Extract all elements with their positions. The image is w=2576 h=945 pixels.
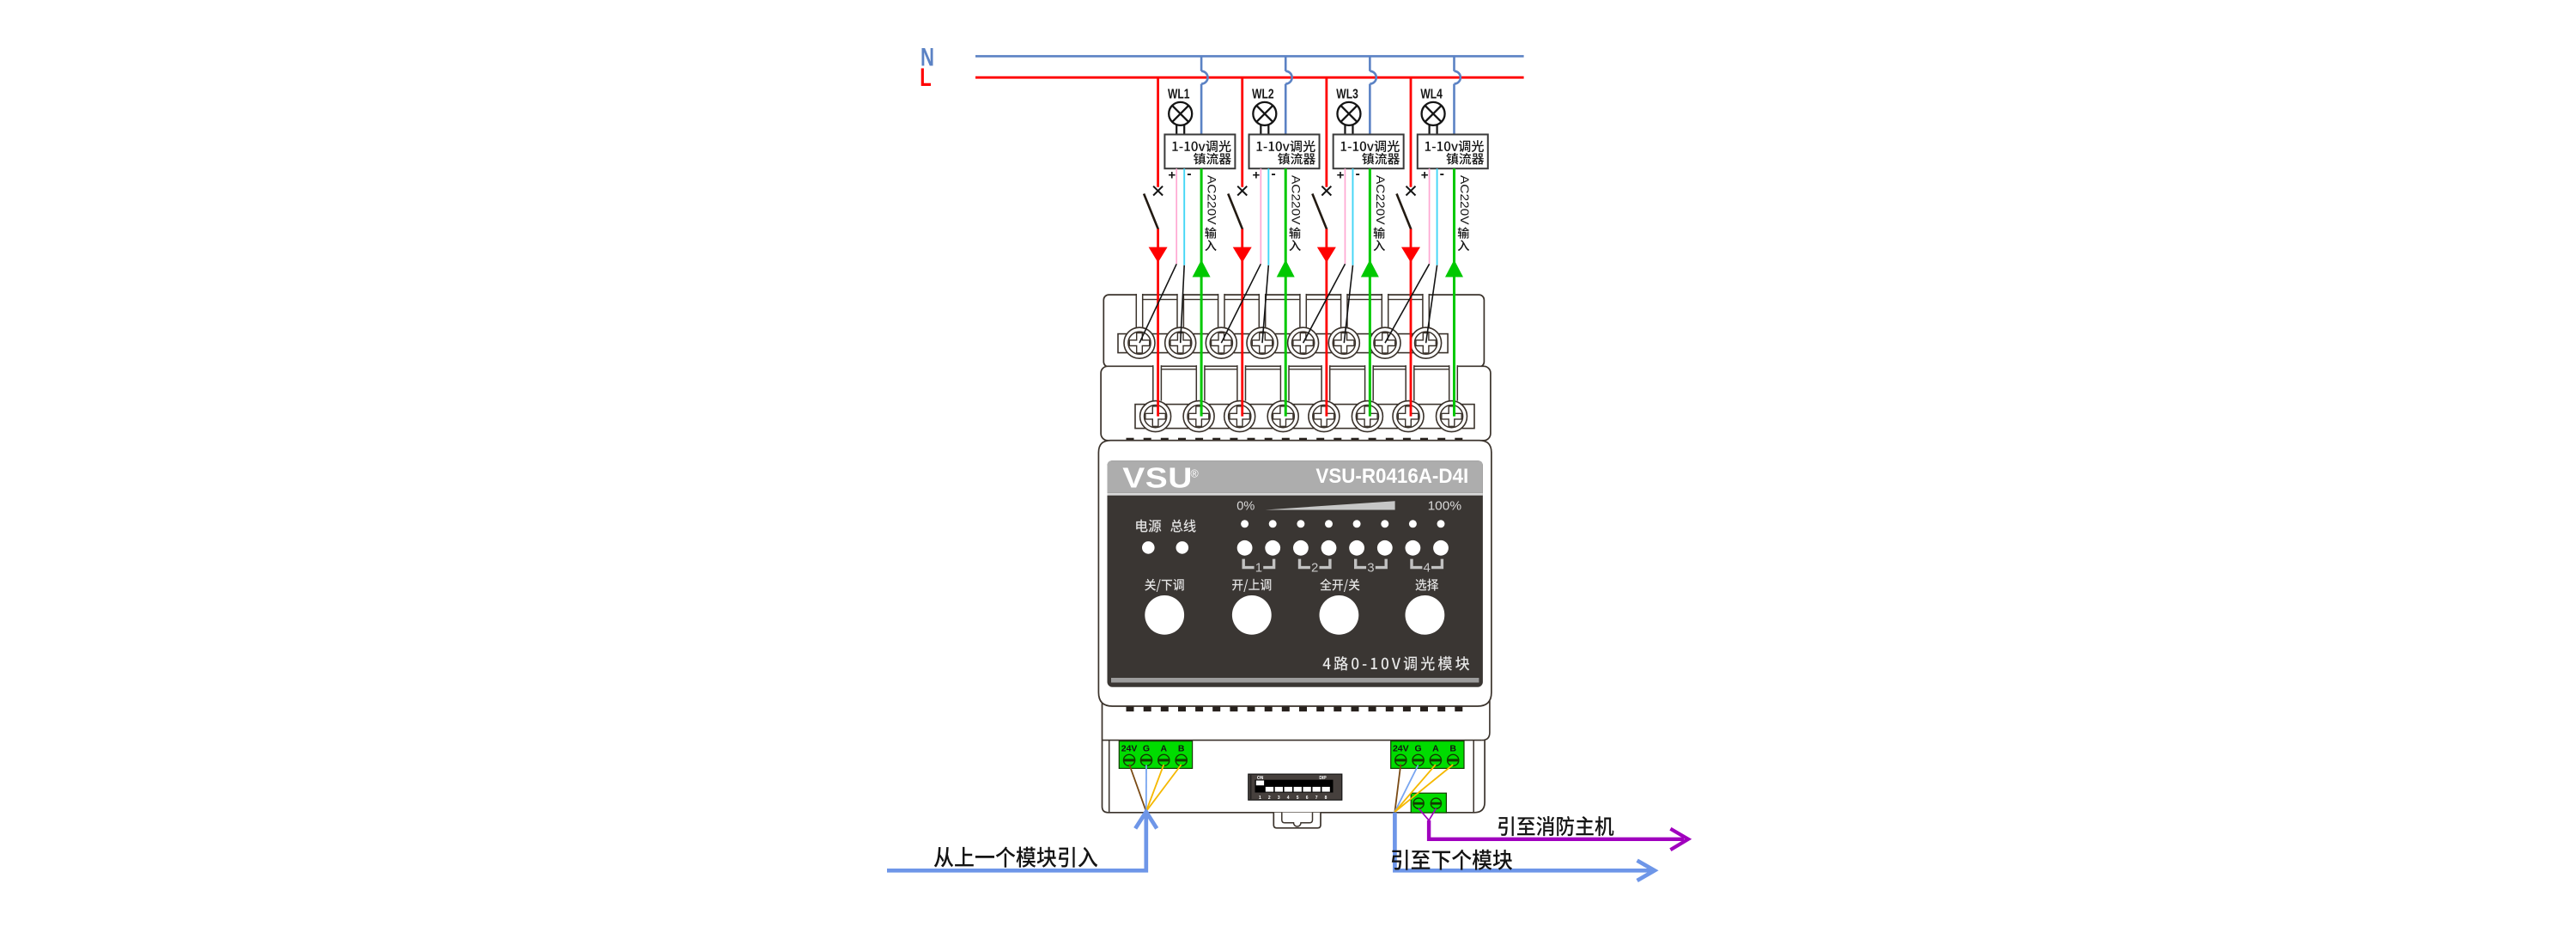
svg-text:WL2: WL2 <box>1252 88 1274 102</box>
svg-text:WL1: WL1 <box>1168 88 1190 102</box>
svg-text:3: 3 <box>1367 561 1374 576</box>
svg-text:7: 7 <box>1315 796 1318 801</box>
svg-text:DIP: DIP <box>1319 776 1327 781</box>
svg-text:1: 1 <box>1255 561 1262 576</box>
svg-text:3: 3 <box>1278 796 1280 801</box>
svg-text:G: G <box>1143 744 1150 754</box>
svg-text:A: A <box>1432 744 1439 754</box>
svg-text:4: 4 <box>1424 561 1431 576</box>
svg-text:VSU-R0416A-D4I: VSU-R0416A-D4I <box>1315 465 1468 488</box>
svg-text:VSU: VSU <box>1122 462 1193 494</box>
svg-text:B: B <box>1449 744 1456 754</box>
svg-text:24V: 24V <box>1393 744 1409 754</box>
svg-text:2: 2 <box>1311 561 1318 576</box>
svg-text:0%: 0% <box>1236 499 1255 514</box>
svg-text:WL3: WL3 <box>1336 88 1358 102</box>
svg-text:100%: 100% <box>1428 499 1462 514</box>
svg-text:ON: ON <box>1257 776 1264 781</box>
svg-text:A: A <box>1161 744 1168 754</box>
svg-text:N: N <box>920 43 934 71</box>
svg-text:WL4: WL4 <box>1420 88 1443 102</box>
svg-text:4: 4 <box>1287 796 1290 801</box>
svg-text:5: 5 <box>1297 796 1299 801</box>
svg-text:8: 8 <box>1325 796 1327 801</box>
svg-text:1: 1 <box>1259 796 1261 801</box>
svg-text:24V: 24V <box>1121 744 1138 754</box>
svg-text:2: 2 <box>1268 796 1271 801</box>
svg-text:G: G <box>1415 744 1422 754</box>
svg-text:B: B <box>1178 744 1185 754</box>
svg-text:®: ® <box>1191 468 1200 480</box>
svg-text:L: L <box>920 64 932 92</box>
svg-text:6: 6 <box>1306 796 1309 801</box>
